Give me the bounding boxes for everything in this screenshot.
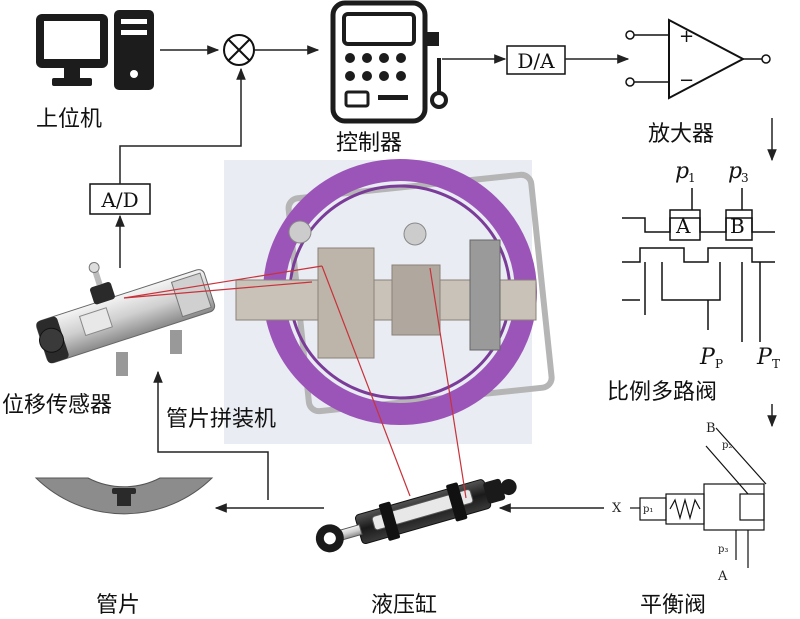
port-pp-label: P <box>699 345 716 370</box>
port-b-label: B <box>730 214 745 238</box>
segment-label: 管片 <box>96 593 140 618</box>
controller-icon <box>330 0 448 124</box>
amplifier-symbol <box>625 18 771 100</box>
balance-port-p3-label: p₃ <box>718 544 728 555</box>
correspondence-lines <box>123 265 467 499</box>
balance-port-x-label: X <box>612 501 622 516</box>
port-p3-label: p <box>728 159 742 184</box>
balance-valve-symbol <box>630 427 767 568</box>
hydraulic-cylinder-image <box>315 478 517 553</box>
ad-converter-label: A/D <box>100 188 138 212</box>
host-computer-icon <box>36 10 154 90</box>
amplifier-minus-sign: − <box>679 70 694 91</box>
proportional-valve-symbol <box>622 188 775 342</box>
port-pt-subscript: T <box>772 357 780 371</box>
da-converter-box <box>506 45 566 75</box>
amplifier-label: 放大器 <box>648 122 714 147</box>
balance-valve-label: 平衡阀 <box>640 593 706 618</box>
port-pt-label: P <box>756 345 773 370</box>
displacement-sensor-image <box>36 262 216 376</box>
balance-port-b-label: B <box>706 421 716 436</box>
port-p3-subscript: 3 <box>741 171 749 185</box>
segment-erector-label: 管片拼装机 <box>166 407 276 432</box>
proportional-valve-label: 比例多路阀 <box>607 380 717 405</box>
hydraulic-cylinder-label: 液压缸 <box>371 593 437 618</box>
displacement-sensor-label: 位移传感器 <box>2 393 112 418</box>
segment-erector-image <box>224 159 555 444</box>
port-pp-subscript: P <box>715 357 723 371</box>
arrow-ad-to-sum <box>119 67 246 184</box>
segment-image <box>34 477 214 515</box>
da-converter-label: D/A <box>517 49 555 73</box>
ad-converter-box <box>89 183 151 215</box>
amplifier-plus-sign: + <box>679 26 694 47</box>
port-a-label: A <box>675 214 691 238</box>
balance-port-a-label: A <box>717 569 728 584</box>
port-p1-subscript: 1 <box>688 171 696 185</box>
controller-label: 控制器 <box>336 131 402 156</box>
balance-port-p2-label: p₂ <box>722 440 732 451</box>
arrow-feedback-to-sensor <box>153 370 269 500</box>
balance-port-p1-label: p₁ <box>643 504 653 515</box>
port-p1-label: p <box>675 159 689 184</box>
host-computer-label: 上位机 <box>36 107 102 132</box>
summing-junction <box>223 34 255 66</box>
